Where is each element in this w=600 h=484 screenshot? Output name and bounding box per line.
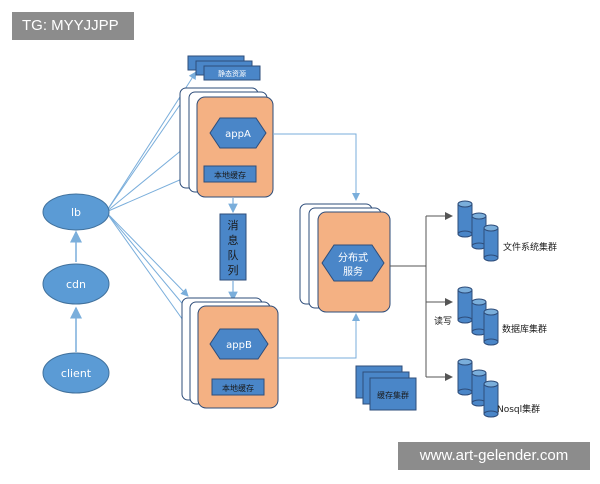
appB-label: appB bbox=[226, 340, 252, 351]
appA-cache-label: 本地缓存 bbox=[214, 170, 246, 180]
appB-hexagon bbox=[209, 328, 269, 360]
static-resources-stack: 静态资源 bbox=[187, 55, 261, 81]
cdn-label: cdn bbox=[66, 278, 86, 291]
service-label-line2: 服务 bbox=[343, 265, 363, 278]
fs-cluster-cylinders bbox=[457, 200, 499, 262]
service-hexagon bbox=[321, 244, 385, 282]
lb-label: lb bbox=[71, 206, 81, 219]
appB-cache-label: 本地缓存 bbox=[222, 383, 254, 393]
edge-lb-appB-2 bbox=[105, 211, 197, 321]
nosql-cluster-label: Nosql集群 bbox=[497, 403, 540, 415]
appB-group: appB 本地缓存 bbox=[181, 297, 279, 409]
db-cluster-label: 数据库集群 bbox=[502, 323, 547, 335]
mq-char-2: 息 bbox=[228, 233, 239, 247]
message-queue: 消 息 队 列 bbox=[219, 213, 247, 281]
cache-cluster-stack: 缓存集群 bbox=[355, 365, 417, 411]
watermark-bottom: www.art-gelender.com bbox=[398, 442, 590, 470]
static-resources-label: 静态资源 bbox=[218, 69, 246, 78]
client-label: client bbox=[61, 367, 92, 380]
read-write-label: 读写 bbox=[434, 315, 452, 327]
mq-char-3: 队 bbox=[228, 248, 239, 262]
distributed-service-group: 分布式 服务 bbox=[299, 203, 391, 313]
edge-lb-appB-1 bbox=[105, 211, 189, 297]
edge-lb-appA-1 bbox=[105, 95, 187, 213]
mq-char-1: 消 bbox=[228, 218, 239, 232]
appB-cache-box bbox=[211, 378, 265, 396]
fs-cluster-label: 文件系统集群 bbox=[503, 241, 557, 253]
client-node bbox=[42, 352, 110, 394]
appA-hexagon bbox=[209, 117, 267, 149]
lb-node bbox=[42, 193, 110, 231]
nosql-cluster-cylinders bbox=[457, 358, 499, 418]
mq-char-4: 列 bbox=[228, 263, 239, 277]
appA-cache-box bbox=[203, 165, 257, 183]
service-label-line1: 分布式 bbox=[338, 251, 368, 264]
edge-appA-service bbox=[273, 133, 360, 201]
cdn-node bbox=[42, 263, 110, 305]
cache-cluster-label: 缓存集群 bbox=[377, 390, 409, 400]
appA-group: appA 本地缓存 bbox=[179, 87, 274, 198]
edge-appB-service bbox=[278, 313, 360, 359]
edge-lb-appA-2 bbox=[105, 139, 195, 213]
db-cluster-cylinders bbox=[457, 286, 499, 346]
watermark-top: TG: MYYJJPP bbox=[12, 12, 134, 40]
appA-label: appA bbox=[225, 129, 251, 140]
